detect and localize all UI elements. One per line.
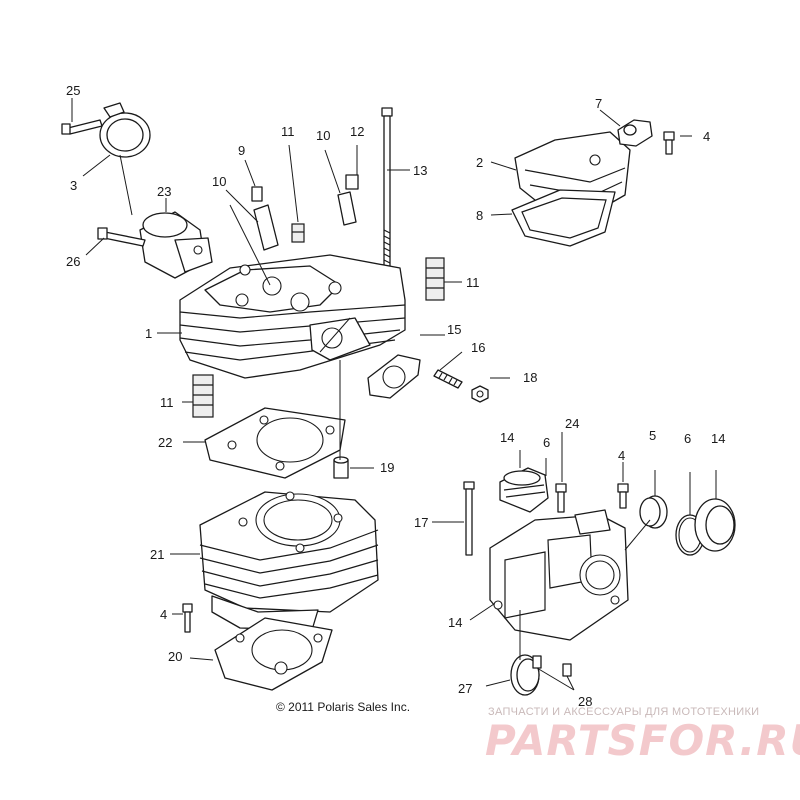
valve-guide-part-10 <box>337 174 359 226</box>
callout-4-lower: 4 <box>160 607 167 622</box>
callout-8: 8 <box>476 208 483 223</box>
callout-22: 22 <box>158 435 172 450</box>
callout-labels: 25 3 23 26 9 10 11 10 12 13 7 4 2 8 11 1… <box>66 83 725 709</box>
callout-1: 1 <box>145 326 152 341</box>
callout-2: 2 <box>476 155 483 170</box>
callout-20: 20 <box>168 649 182 664</box>
callout-4-rocker: 4 <box>618 448 625 463</box>
callout-14-top: 14 <box>500 430 514 445</box>
valve-cover-gasket-part-8 <box>511 189 616 247</box>
callout-10-left: 10 <box>212 174 226 189</box>
intake-boot-part-23 <box>139 211 213 279</box>
callout-27: 27 <box>458 681 472 696</box>
callout-23: 23 <box>157 184 171 199</box>
callout-21: 21 <box>150 547 164 562</box>
cylinder-head-part-1 <box>179 254 406 379</box>
bolt-part-24 <box>555 483 567 513</box>
callout-16: 16 <box>471 340 485 355</box>
dowel-part-19 <box>333 456 349 479</box>
callout-28: 28 <box>578 694 592 709</box>
stud-part-16 <box>433 369 463 389</box>
callout-6-top: 6 <box>543 435 550 450</box>
clamp-part-3 <box>99 102 151 158</box>
breather-part-7 <box>617 119 653 147</box>
callout-11-top: 11 <box>281 124 295 139</box>
bolt-part-25 <box>61 119 103 135</box>
leader-lines <box>71 98 717 691</box>
watermark-logo: PARTSFOR.RU <box>485 716 800 765</box>
callout-7: 7 <box>595 96 602 111</box>
plug-part-5 <box>639 495 668 529</box>
callout-11-right: 11 <box>466 275 480 290</box>
valve-keeper-part-11 <box>291 223 305 243</box>
callout-15: 15 <box>447 322 461 337</box>
base-gasket-part-20 <box>214 617 333 691</box>
watermark-tagline: ЗАПЧАСТИ И АКСЕССУАРЫ ДЛЯ МОТОТЕХНИКИ <box>488 706 760 718</box>
cylinder-part-21 <box>199 491 379 631</box>
callout-19: 19 <box>380 460 394 475</box>
bolt-part-17 <box>463 481 475 556</box>
callout-4-top: 4 <box>703 129 710 144</box>
long-bolt-part-13 <box>381 107 393 267</box>
callout-12: 12 <box>350 124 364 139</box>
callout-6-right: 6 <box>684 431 691 446</box>
callout-17: 17 <box>414 515 428 530</box>
cap-part-14-right <box>694 498 736 552</box>
valve-keeper-part-11-left <box>192 374 214 418</box>
bolt-part-26 <box>97 227 146 247</box>
bolt-part-4-lower <box>182 603 193 633</box>
callout-18: 18 <box>523 370 537 385</box>
callout-14-right: 14 <box>711 431 725 446</box>
callout-5: 5 <box>649 428 656 443</box>
bolt-part-4-rocker <box>617 483 629 509</box>
callout-24: 24 <box>565 416 579 431</box>
rocker-housing-part-14 <box>489 509 629 641</box>
valve-guide-part-9 <box>251 186 279 251</box>
callout-13: 13 <box>413 163 427 178</box>
cap-part-27 <box>510 654 540 696</box>
exhaust-gasket-part-15 <box>367 354 421 399</box>
cover-boot-part-14-top <box>499 467 549 513</box>
bolt-part-4-upper <box>663 131 675 155</box>
callout-25: 25 <box>66 83 80 98</box>
callout-14-lower: 14 <box>448 615 462 630</box>
valve-keeper-part-11-right <box>425 257 445 301</box>
callout-26: 26 <box>66 254 80 269</box>
head-gasket-part-22 <box>204 407 346 479</box>
copyright-text: © 2011 Polaris Sales Inc. <box>276 700 411 714</box>
callout-11-left: 11 <box>160 395 174 410</box>
callout-9: 9 <box>238 143 245 158</box>
callout-3: 3 <box>70 178 77 193</box>
callout-10-right: 10 <box>316 128 330 143</box>
nut-part-18 <box>471 385 489 403</box>
